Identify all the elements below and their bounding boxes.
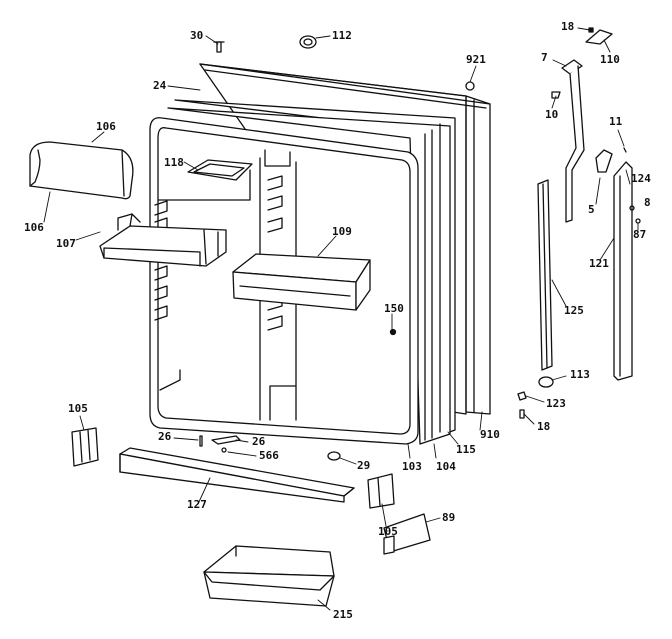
- plug-921: [465, 81, 475, 91]
- part-number: 11: [609, 115, 623, 128]
- part-number: 118: [164, 156, 184, 169]
- part-number: 29: [357, 459, 371, 472]
- bracket-105-bottom: [367, 473, 395, 509]
- part-number: 104: [436, 460, 456, 473]
- part-number: 105: [68, 402, 88, 415]
- bracket-105-left: [71, 427, 99, 467]
- part-number: 113: [570, 368, 590, 381]
- part-number: 125: [564, 304, 584, 317]
- small-hardware-right: [517, 218, 641, 419]
- part-number: 566: [259, 449, 279, 462]
- part-number: 127: [187, 498, 207, 511]
- part-number: 110: [600, 53, 620, 66]
- hinge-cover-30: [213, 41, 225, 53]
- part-number: 8: [644, 196, 651, 209]
- hinge-parts: [551, 27, 627, 223]
- part-number: 150: [384, 302, 404, 315]
- part-number: 26: [158, 430, 172, 443]
- leader-lines: [43, 27, 639, 611]
- part-number: 115: [456, 443, 476, 456]
- part-number: 215: [333, 608, 353, 621]
- part-number: 106: [96, 120, 116, 133]
- handle-121: [613, 161, 635, 381]
- butter-bin-118: [187, 159, 253, 181]
- part-number: 89: [442, 511, 456, 524]
- part-number: 109: [332, 225, 352, 238]
- part-number: 10: [545, 108, 559, 121]
- part-number: 103: [402, 460, 422, 473]
- bin-109: [232, 253, 371, 311]
- part-number: 123: [546, 397, 566, 410]
- door-gasket-layers: [167, 99, 456, 445]
- small-parts-bottom: [199, 435, 341, 461]
- part-number: 105: [378, 525, 398, 538]
- part-number: 18: [537, 420, 551, 433]
- part-number: 87: [633, 228, 647, 241]
- part-number: 30: [190, 29, 204, 42]
- part-number: 5: [588, 203, 595, 216]
- cover-89: [383, 513, 431, 555]
- part-number: 112: [332, 29, 352, 42]
- part-number: 121: [589, 257, 609, 270]
- part-number: 106: [24, 221, 44, 234]
- part-number: 107: [56, 237, 76, 250]
- door-rack-127: [119, 447, 355, 503]
- part-number: 26: [252, 435, 266, 448]
- part-number: 910: [480, 428, 500, 441]
- bin-215: [203, 545, 335, 607]
- part-number: 18: [561, 20, 575, 33]
- part-number: 7: [541, 51, 548, 64]
- part-number: 921: [466, 53, 486, 66]
- dairy-door-106: [29, 141, 134, 200]
- part-number: 124: [631, 172, 651, 185]
- trim-125: [537, 179, 553, 371]
- part-number: 24: [153, 79, 167, 92]
- shelf-107: [99, 213, 227, 267]
- plug-112: [299, 35, 317, 49]
